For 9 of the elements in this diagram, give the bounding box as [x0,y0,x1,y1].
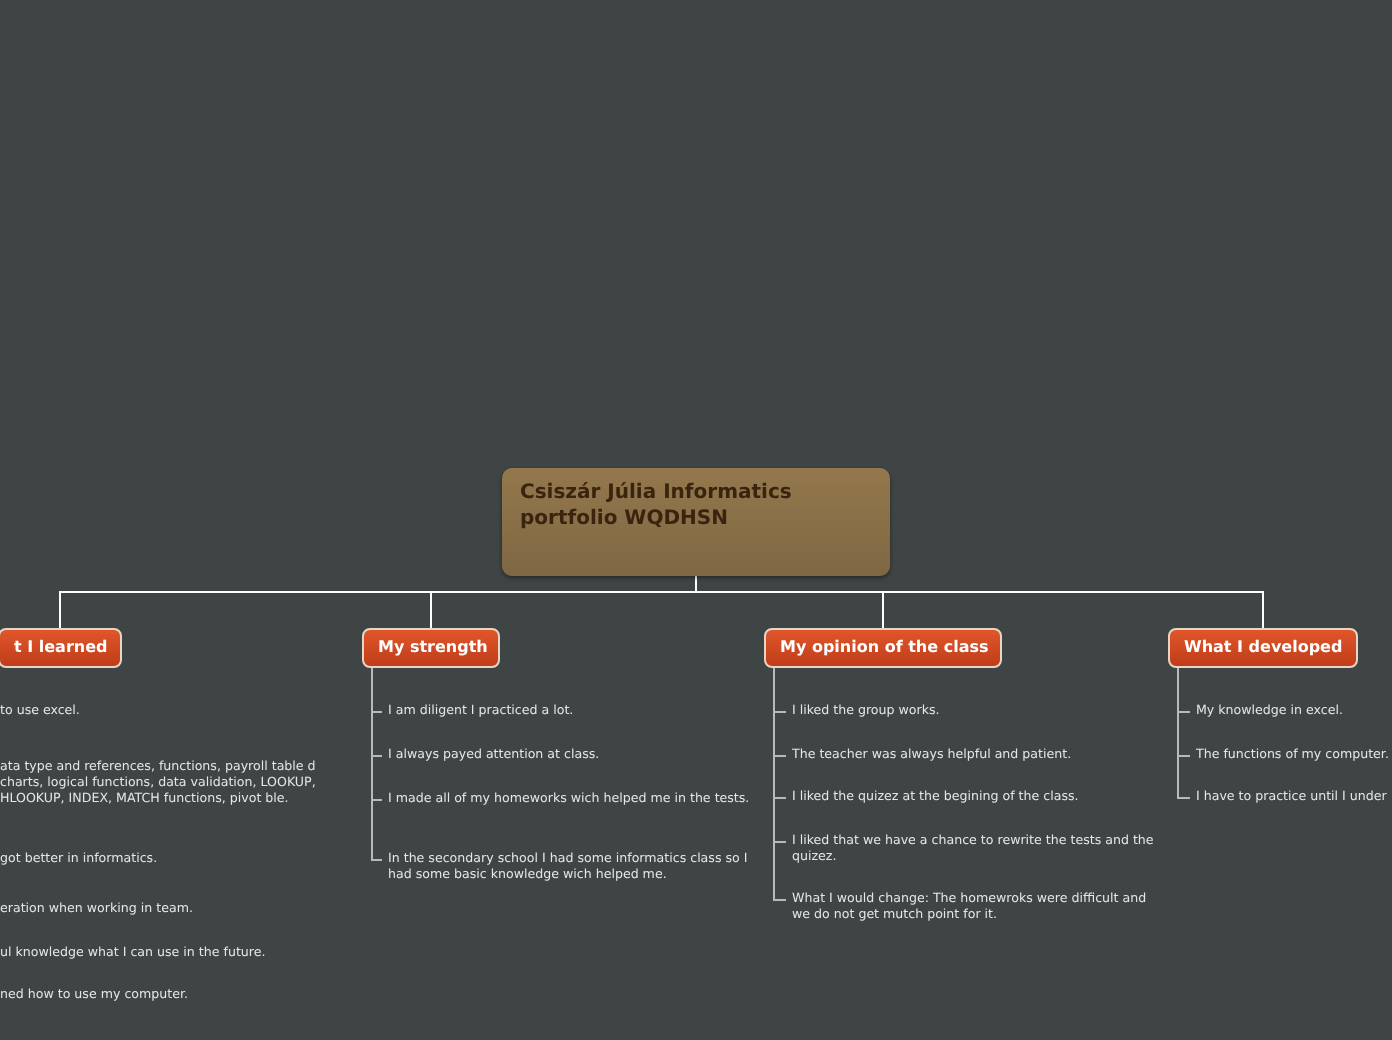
bracket-line [1177,667,1191,799]
bracket-line [371,667,383,861]
bracket-line [773,667,787,901]
topic-box: What I developed [1168,628,1358,668]
topic-box: My opinion of the class [764,628,1002,668]
connector-line [695,575,1264,629]
topic-box: t I learned [0,628,122,668]
root-topic: Csiszár Júlia Informatics portfolio WQDHSN [502,468,890,576]
topic-box: My strength [362,628,500,668]
